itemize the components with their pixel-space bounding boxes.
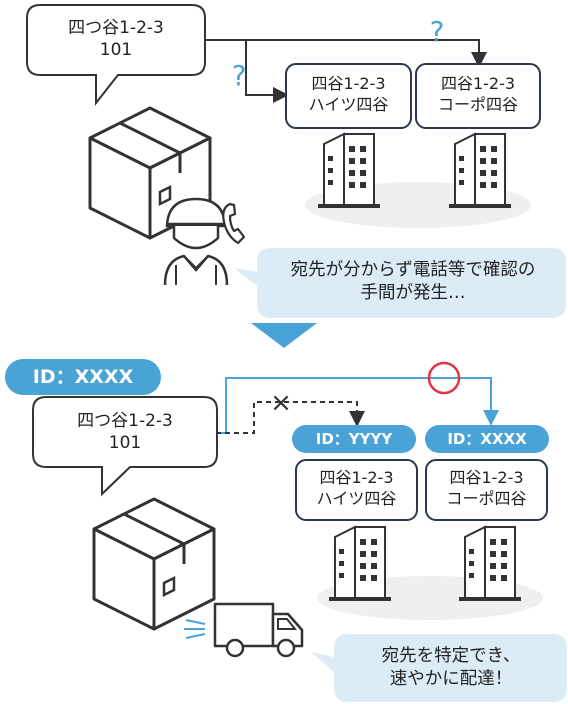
address-bubble-top-text: 四つ谷1-2-3 101 — [27, 17, 205, 61]
message-bubble-top — [234, 248, 566, 318]
building-label-kopo-bottom — [425, 459, 548, 521]
building-name: ハイツ四谷 — [308, 94, 389, 114]
building-icon — [458, 526, 522, 602]
message-bubble-bottom — [311, 634, 567, 702]
address-line1: 四つ谷1-2-3 — [68, 18, 164, 38]
building-label-haitsu-top — [285, 63, 412, 129]
ok-circle-mark — [427, 361, 461, 395]
building-name: コーポ四谷 — [446, 488, 527, 508]
building-icon — [328, 526, 392, 602]
arrow-to-haitsu-top — [245, 40, 289, 103]
message-line1: 宛先を特定でき、 — [381, 646, 521, 666]
id-badge-haitsu: ID：YYYY — [292, 425, 416, 453]
address-line1: 四つ谷1-2-3 — [77, 411, 173, 431]
building-address: 四谷1-2-3 — [311, 74, 386, 93]
arrow-to-kopo-top — [205, 39, 487, 68]
building-label-kopo-top-text: 四谷1-2-3 コーポ四谷 — [416, 74, 540, 116]
building-icon — [317, 133, 381, 209]
address-bubble-top — [26, 4, 206, 106]
delivery-person-icon — [163, 197, 229, 286]
message-line2: 速やかに配達！ — [389, 668, 513, 689]
id-badge-package: ID：XXXX — [5, 359, 161, 395]
message-bottom-text: 宛先を特定でき、 速やかに配達！ — [338, 645, 564, 691]
question-mark-right: ? — [429, 15, 445, 48]
building-label-haitsu-bottom — [295, 459, 418, 521]
truck-icon — [184, 602, 304, 658]
address-bubble-bottom — [32, 396, 218, 497]
building-address: 四谷1-2-3 — [319, 468, 394, 487]
address-bubble-bottom-text: 四つ谷1-2-3 101 — [33, 410, 217, 454]
building-icon — [448, 133, 512, 209]
correct-route-line — [216, 377, 499, 434]
box-icon — [92, 497, 216, 631]
id-badge-kopo: ID：XXXX — [425, 425, 549, 453]
building-name: コーポ四谷 — [437, 94, 518, 114]
phone-icon — [222, 202, 246, 245]
message-top-text: 宛先が分からず電話等で確認の 手間が発生… — [262, 259, 564, 305]
address-line2: 101 — [99, 40, 133, 61]
building-address: 四谷1-2-3 — [449, 468, 524, 487]
building-label-kopo-top — [415, 63, 541, 129]
building-label-haitsu-bottom-text: 四谷1-2-3 ハイツ四谷 — [296, 468, 417, 510]
message-line2: 手間が発生… — [360, 282, 466, 303]
message-line1: 宛先が分からず電話等で確認の — [290, 260, 536, 280]
address-line2: 101 — [108, 433, 142, 454]
question-mark-left: ? — [231, 59, 247, 92]
building-label-kopo-bottom-text: 四谷1-2-3 コーポ四谷 — [426, 468, 547, 510]
building-address: 四谷1-2-3 — [440, 74, 516, 93]
down-arrow-icon — [251, 323, 317, 348]
wrong-x-mark: × — [270, 388, 292, 418]
building-name: ハイツ四谷 — [316, 488, 397, 508]
building-label-haitsu-top-text: 四谷1-2-3 ハイツ四谷 — [286, 74, 411, 116]
